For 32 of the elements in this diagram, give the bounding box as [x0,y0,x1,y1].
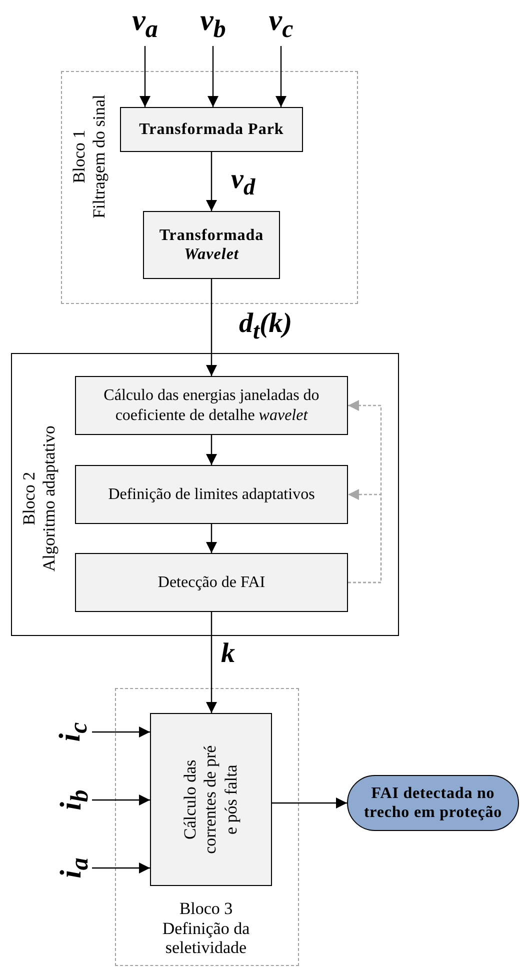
group-label: Algoritmo adaptativo [39,424,59,574]
arrow [92,862,150,874]
group-box [11,353,399,636]
arrow [206,152,217,211]
group-label: Bloco 3 [178,899,234,919]
arrow [92,794,150,806]
group-label: Bloco 2 [19,470,39,528]
arrow [206,279,217,376]
process-box: Cálculo das energias janeladas do coeficiente de detalhe wavelet [75,376,348,435]
arrow [140,46,150,107]
process-box: Transformada Wavelet [143,211,280,279]
process-box: Detecção de FAI [75,553,348,612]
dashed-group-box [115,688,299,966]
variable-label: v$_{c}$ [268,6,294,42]
terminal-shape: FAI detectada no trecho em proteção [347,775,519,831]
arrow [208,46,218,107]
arrow [206,612,217,713]
arrow [206,524,217,553]
arrow [206,435,217,465]
group-label: Definição da seletividade [161,918,251,958]
arrow [276,46,286,107]
group-label: Filtragem do sinal [89,94,109,220]
arrow [272,798,347,808]
arrow [348,489,382,584]
process-box: Cálculo das correntes de pré e pós falta [150,713,272,886]
dashed-group-box [61,71,358,304]
process-box: Transformada Park [120,107,303,152]
arrow [92,726,150,738]
variable-label: v$_{a}$ [132,6,158,42]
process-box: Definição de limites adaptativos [75,465,348,524]
variable-label: v$_{b}$ [200,6,226,42]
group-label: Bloco 1 [69,128,89,186]
